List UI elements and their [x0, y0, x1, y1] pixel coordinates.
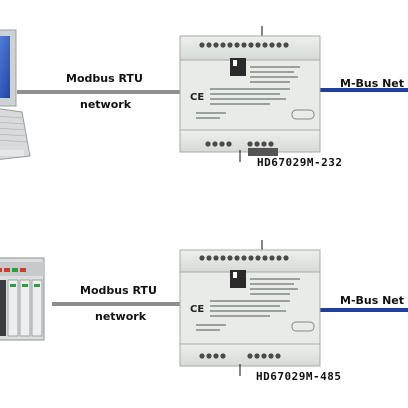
mbus-link-line-top — [318, 88, 408, 92]
modbus-link-line-bottom — [52, 302, 180, 306]
mbus-label-bottom: M-Bus Net — [340, 294, 405, 307]
device-model-top: HD67029M-232 — [257, 156, 343, 169]
din-rail-gateway-icon: CE — [179, 240, 321, 376]
modbus-sublabel-bottom: network — [95, 310, 147, 323]
mbus-label-top: M-Bus Net — [340, 77, 405, 90]
mbus-link-line-bottom — [318, 308, 408, 312]
device-model-bottom: HD67029M-485 — [256, 370, 342, 383]
plc-rack-icon — [0, 257, 45, 341]
modbus-label-top: Modbus RTU — [66, 72, 143, 85]
laptop-icon — [0, 29, 31, 160]
modbus-sublabel-top: network — [80, 98, 132, 111]
svg-text:CE: CE — [190, 92, 204, 103]
svg-text:CE: CE — [190, 304, 204, 315]
modbus-link-line-top — [17, 90, 180, 94]
din-rail-gateway-icon: CE — [179, 26, 321, 162]
modbus-label-bottom: Modbus RTU — [80, 284, 157, 297]
